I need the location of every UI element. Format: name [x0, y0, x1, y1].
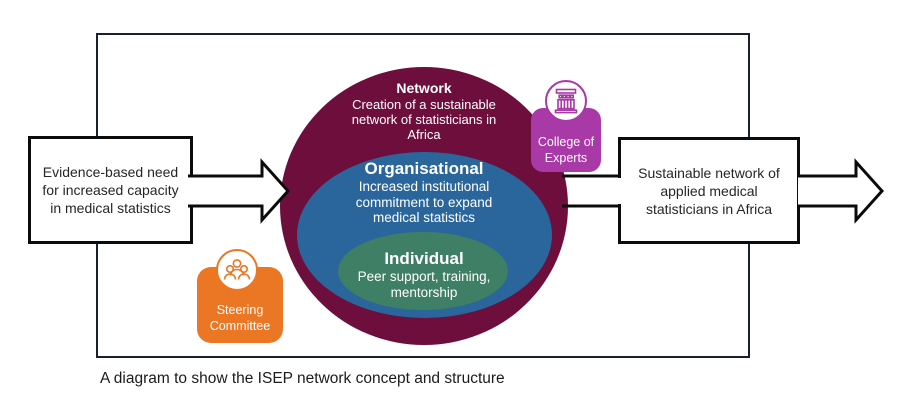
steering-committee-badge: Steering Committee [197, 249, 283, 344]
individual-ring [338, 232, 508, 310]
network-ring-label: Network Creation of a sustainable networ… [334, 80, 514, 142]
organisational-title: Organisational [364, 159, 484, 178]
output-box-text: Sustainable network of applied medical s… [638, 164, 780, 217]
building-icon [551, 86, 581, 116]
college-of-experts-label: College of Experts [537, 135, 595, 165]
individual-ring-label: Individual Peer support, training, mento… [344, 248, 504, 300]
output-box: Sustainable network of applied medical s… [618, 137, 800, 244]
input-box: Evidence-based need for increased capaci… [28, 136, 193, 244]
steering-committee-label: Steering Committee [209, 303, 271, 333]
input-box-text: Evidence-based need for increased capaci… [42, 164, 179, 216]
steering-committee-icon-circle [216, 249, 258, 291]
right-arrow [798, 158, 885, 224]
individual-title: Individual [384, 249, 464, 268]
organisational-ring-label: Organisational Increased institutional c… [334, 158, 514, 226]
organisational-description: Increased institutional commitment to ex… [355, 179, 493, 225]
people-icon [221, 254, 253, 286]
individual-description: Peer support, training, mentorship [357, 269, 491, 300]
diagram-caption: A diagram to show the ISEP network conce… [100, 370, 505, 387]
college-of-experts-badge: College of Experts [531, 79, 601, 173]
college-of-experts-icon-circle [545, 80, 587, 122]
network-title: Network [396, 80, 452, 96]
network-description: Creation of a sustainable network of sta… [351, 97, 497, 142]
